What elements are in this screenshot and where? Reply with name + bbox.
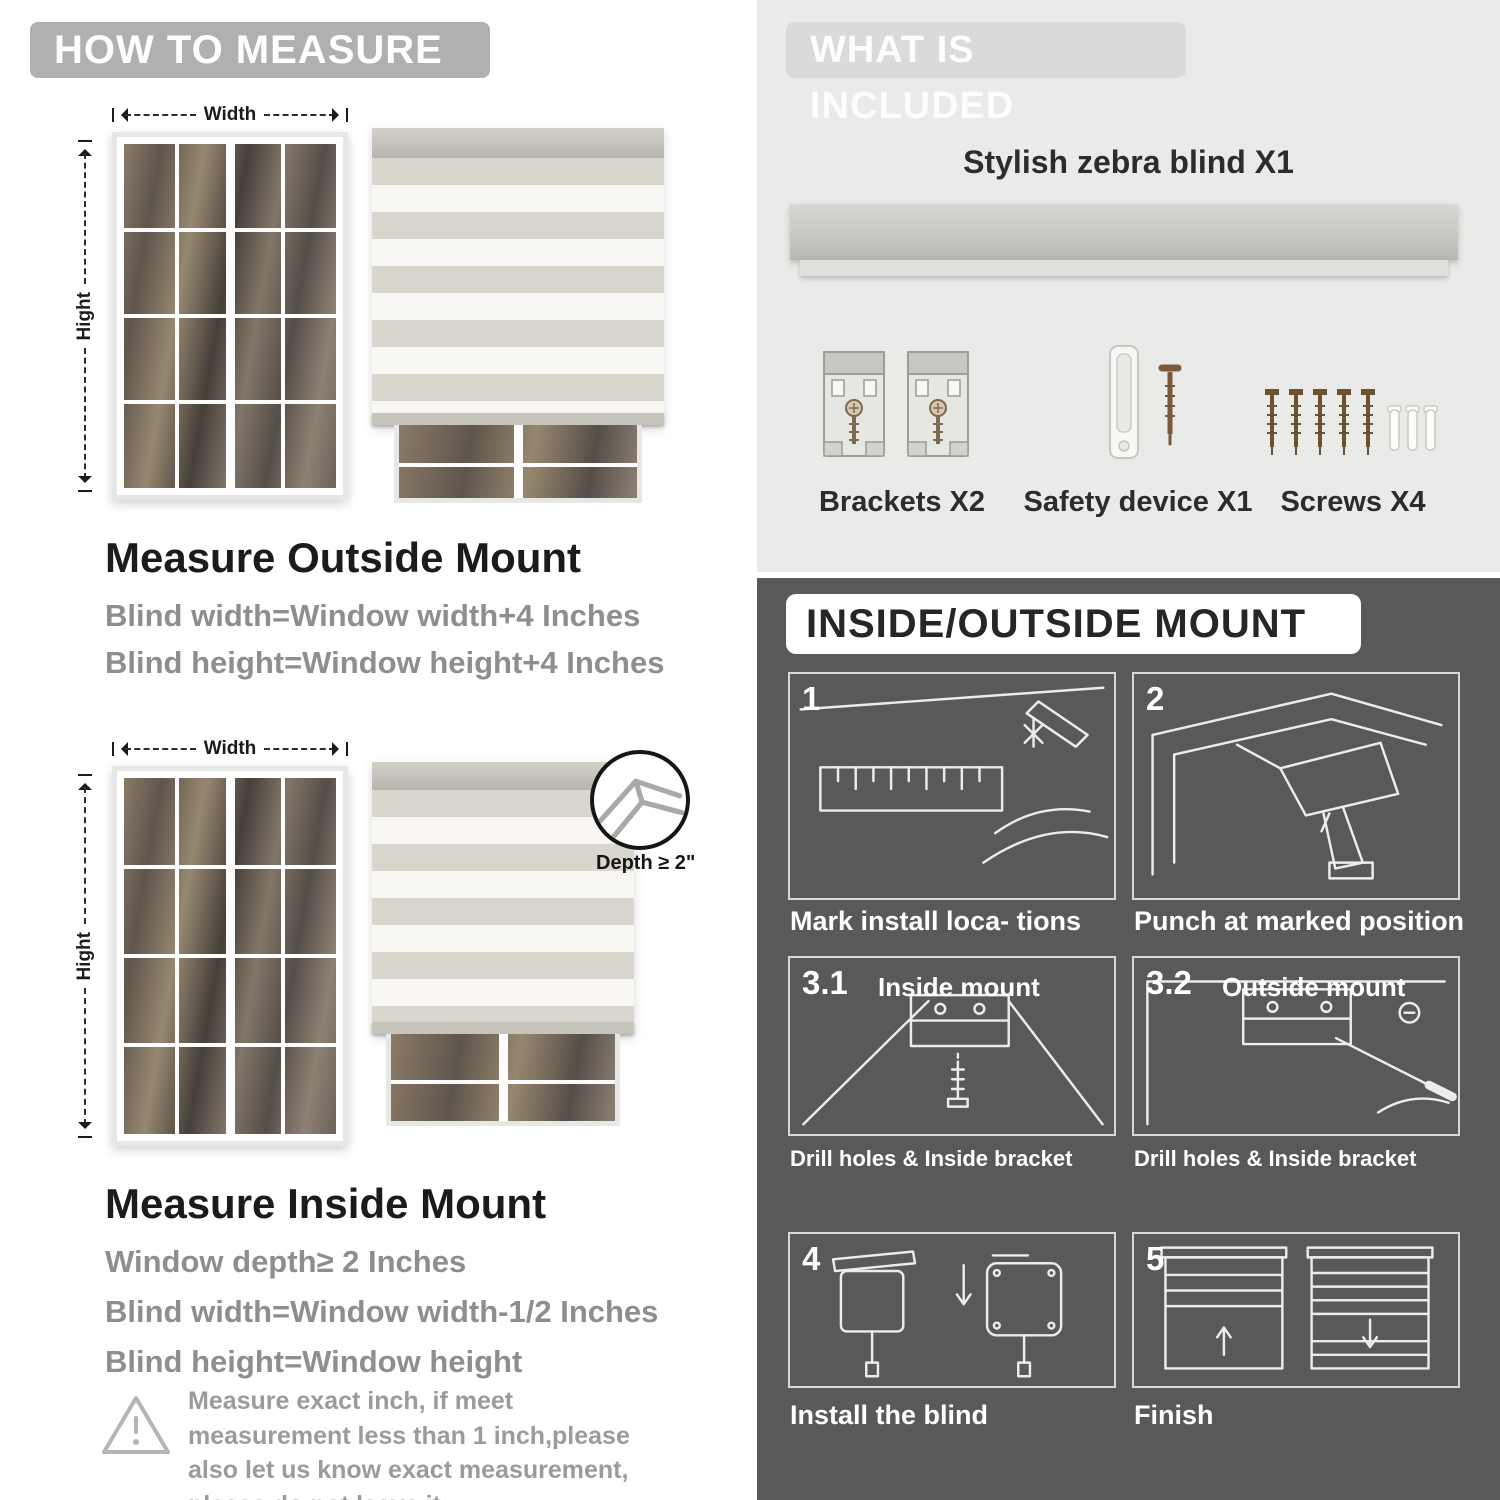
window-corner-detail-icon — [597, 778, 685, 841]
zebra-blind-label: Stylish zebra blind X1 — [963, 144, 1294, 180]
headrail-bottom-rail — [800, 260, 1448, 276]
height-dimension-outside: Hight — [74, 140, 95, 493]
safety-device-icon — [1109, 345, 1182, 459]
width-dimension-inside: Width — [112, 738, 348, 759]
step-number: 5 — [1146, 1240, 1165, 1277]
headrail-illustration — [790, 204, 1458, 260]
blind-cassette — [372, 128, 664, 158]
step-number: 2 — [1146, 680, 1165, 717]
arrow-up-icon — [78, 142, 92, 156]
step-panel-4: 4 — [788, 1232, 1116, 1388]
window-illustration-inside — [112, 766, 348, 1146]
arrow-down-icon — [78, 476, 92, 490]
blind-bottom-rail — [372, 413, 664, 425]
step-panel-3-2: 3.2 Outside mount — [1132, 956, 1460, 1136]
arrow-left-icon — [114, 742, 128, 756]
step-panel-3-1: 3.1 Inside mount — [788, 956, 1116, 1136]
width-label: Width — [203, 104, 257, 125]
arrow-right-icon — [332, 108, 346, 122]
arrow-right-icon — [332, 742, 346, 756]
step-panel-5: 5 — [1132, 1232, 1460, 1388]
what-is-included-header: WHAT IS INCLUDED — [786, 22, 1186, 127]
inside-outside-mount-header: INSIDE/OUTSIDE MOUNT — [786, 594, 1361, 654]
step-number: 1 — [802, 680, 821, 717]
inside-mount-line-1: Window depth≥ 2 Inches — [105, 1244, 467, 1279]
arrow-up-icon — [78, 776, 92, 790]
blind-bottom-rail — [372, 1022, 634, 1034]
measure-note: Measure exact inch, if meet measurement … — [188, 1387, 630, 1500]
step-panel-2: 2 — [1132, 672, 1460, 900]
inside-mount-label: Inside mount — [878, 972, 1040, 1002]
item-label-brackets: Brackets X2 — [818, 486, 986, 518]
drill-illustration-icon — [1151, 692, 1443, 880]
install-blind-illustration-icon — [831, 1250, 1063, 1378]
outside-mount-label: Outside mount — [1222, 972, 1406, 1002]
inside-mount-title: Measure Inside Mount — [105, 1180, 547, 1227]
step-caption-3-2: Drill holes & Inside bracket — [1134, 1146, 1417, 1171]
zebra-blind-illustration-outside — [372, 128, 664, 425]
screws-icon — [1265, 389, 1438, 455]
step-caption-5: Finish — [1134, 1400, 1214, 1430]
inside-bracket-illustration-icon — [802, 993, 1104, 1126]
height-label: Hight — [74, 291, 95, 341]
outside-mount-line-2: Blind height=Window height+4 Inches — [105, 645, 665, 680]
inside-mount-line-3: Blind height=Window height — [105, 1344, 523, 1379]
blind-stripes — [372, 790, 634, 1022]
step-panel-1: 1 — [788, 672, 1116, 900]
outside-mount-title: Measure Outside Mount — [105, 534, 582, 581]
finish-illustration-icon — [1160, 1246, 1434, 1370]
step-number: 4 — [802, 1240, 821, 1277]
depth-zoom-circle — [590, 750, 690, 850]
arrow-down-icon — [78, 1122, 92, 1136]
step-caption-2: Punch at marked position — [1134, 906, 1465, 936]
how-to-measure-header: HOW TO MEASURE — [30, 22, 490, 78]
step-caption-3-1: Drill holes & Inside bracket — [790, 1146, 1073, 1171]
step-caption-4: Install the blind — [790, 1400, 989, 1430]
height-label: Hight — [74, 931, 95, 981]
bracket-icon — [823, 351, 885, 457]
outside-mount-line-1: Blind width=Window width+4 Inches — [105, 598, 641, 633]
included-section-background — [757, 0, 1500, 572]
mark-locations-illustration-icon — [799, 686, 1109, 864]
depth-label: Depth ≥ 2" — [596, 852, 696, 874]
bracket-icon — [907, 351, 969, 457]
window-behind-blind-inside — [386, 1034, 620, 1126]
warning-icon — [102, 1396, 170, 1454]
window-illustration-outside — [112, 132, 348, 500]
width-dimension-outside: Width — [112, 104, 348, 125]
item-label-safety-device: Safety device X1 — [1023, 486, 1253, 518]
height-dimension-inside: Hight — [74, 774, 95, 1139]
window-behind-blind-outside — [394, 425, 642, 503]
outside-bracket-illustration-icon — [1146, 980, 1457, 1126]
width-label: Width — [203, 738, 257, 759]
arrow-left-icon — [114, 108, 128, 122]
item-label-screws: Screws X4 — [1280, 486, 1426, 518]
inside-mount-line-2: Blind width=Window width-1/2 Inches — [105, 1294, 659, 1329]
zebra-blind-illustration-inside — [372, 762, 634, 1034]
blind-cassette — [372, 762, 634, 790]
step-number: 3.1 — [802, 964, 848, 1001]
blind-stripes — [372, 158, 664, 413]
step-number: 3.2 — [1146, 964, 1192, 1001]
step-caption-1: Mark install loca- tions — [790, 906, 1082, 936]
